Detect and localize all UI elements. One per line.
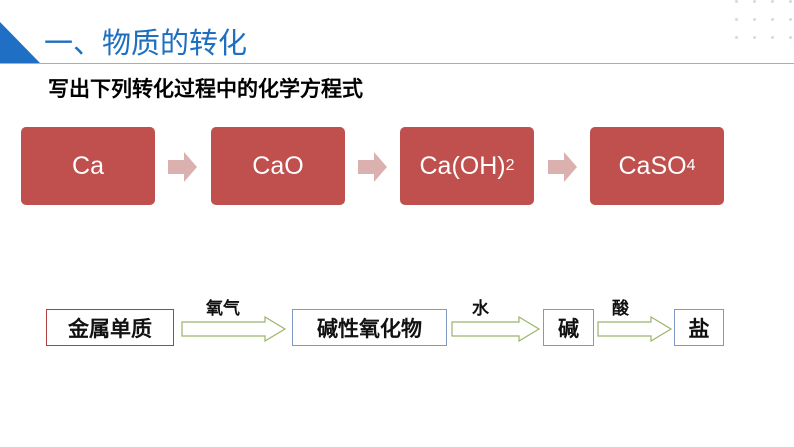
formula-text: CaSO bbox=[618, 151, 687, 180]
flow-box-metal: 金属单质 bbox=[46, 309, 174, 346]
slide-title: 一、物质的转化 bbox=[44, 26, 248, 60]
formula-text: CaO bbox=[252, 151, 304, 180]
hollow-arrow-icon bbox=[181, 316, 287, 342]
formula-box-ca: Ca bbox=[21, 127, 155, 205]
instruction-heading: 写出下列转化过程中的化学方程式 bbox=[48, 77, 363, 101]
hollow-arrow-icon bbox=[597, 316, 673, 342]
chevron-arrow-icon bbox=[358, 152, 387, 182]
flow-box-base: 碱 bbox=[543, 309, 594, 346]
formula-box-caoh2: Ca(OH)2 bbox=[400, 127, 534, 205]
formula-subscript: 4 bbox=[686, 157, 696, 174]
chevron-arrow-icon bbox=[168, 152, 197, 182]
hollow-arrow-icon bbox=[451, 316, 541, 342]
arrow-label-acid: 酸 bbox=[612, 299, 629, 319]
dot-grid-decoration bbox=[735, 0, 794, 54]
formula-text: Ca bbox=[72, 151, 104, 180]
formula-subscript: 2 bbox=[505, 157, 515, 174]
formula-box-cao: CaO bbox=[211, 127, 345, 205]
flow-box-basic-oxide: 碱性氧化物 bbox=[292, 309, 447, 346]
arrow-label-water: 水 bbox=[472, 299, 489, 319]
flow-box-salt: 盐 bbox=[674, 309, 724, 346]
formula-text: Ca(OH) bbox=[419, 151, 506, 180]
chevron-arrow-icon bbox=[548, 152, 577, 182]
title-divider bbox=[0, 63, 794, 64]
arrow-label-oxygen: 氧气 bbox=[206, 299, 240, 319]
corner-triangle-decoration bbox=[0, 22, 40, 63]
